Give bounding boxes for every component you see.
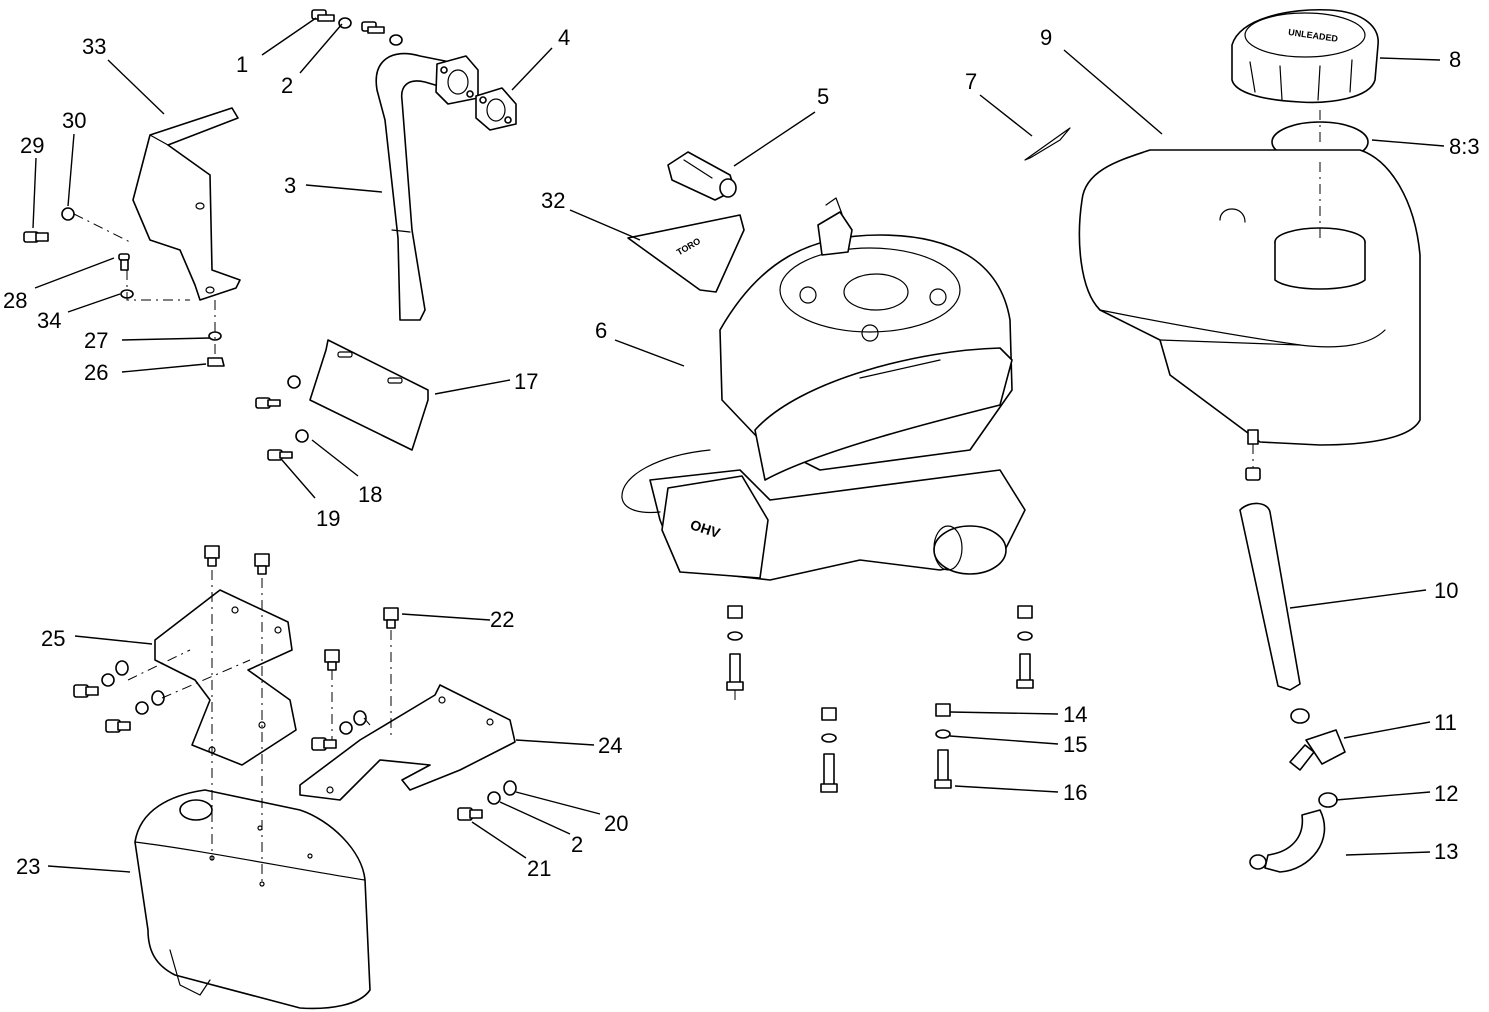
callout-25: 25 xyxy=(41,626,65,651)
callout-13: 13 xyxy=(1434,839,1458,864)
washer-30 xyxy=(61,207,75,221)
callout-29: 29 xyxy=(20,133,44,158)
callout-16: 16 xyxy=(1063,780,1087,805)
exhaust-flange xyxy=(435,55,479,105)
callout-3: 3 xyxy=(284,173,296,198)
heat-shield-plate xyxy=(309,339,429,451)
muffler-bracket-24 xyxy=(299,684,516,801)
callout-6: 6 xyxy=(595,318,607,343)
plate-hardware xyxy=(255,375,309,461)
heat-shield-bracket xyxy=(132,107,241,301)
engine-decal: TORO xyxy=(627,214,745,293)
engine-mount-hardware xyxy=(726,605,1034,793)
callout-34: 34 xyxy=(37,308,61,333)
callout-15: 15 xyxy=(1063,732,1087,757)
callout-7: 7 xyxy=(965,69,977,94)
callout-19: 19 xyxy=(316,506,340,531)
muffler xyxy=(134,789,371,1010)
engine: OHV xyxy=(621,197,1026,581)
bracket-bolts-22 xyxy=(204,545,399,671)
exhaust-pipe xyxy=(375,52,453,321)
nut-26 xyxy=(207,357,225,367)
hairpin-clip xyxy=(1024,127,1071,161)
callout-2: 2 xyxy=(281,73,293,98)
callout-22: 22 xyxy=(490,607,514,632)
callout-labels: 1 2 3 4 5 6 7 8 8:3 9 10 11 12 13 14 15 … xyxy=(3,25,1480,881)
callout-30: 30 xyxy=(62,108,86,133)
callout-24: 24 xyxy=(598,733,622,758)
callout-12: 12 xyxy=(1434,781,1458,806)
callout-11: 11 xyxy=(1434,710,1457,735)
callout-26: 26 xyxy=(84,360,108,385)
callout-8-3: 8:3 xyxy=(1449,134,1480,159)
callout-4: 4 xyxy=(558,25,570,50)
callout-33: 33 xyxy=(82,34,106,59)
callout-1: 1 xyxy=(236,52,248,77)
callout-28: 28 xyxy=(3,288,27,313)
pipe-bolts xyxy=(311,9,403,46)
callout-20: 20 xyxy=(604,811,628,836)
fuel-tank xyxy=(1078,149,1421,446)
callout-5: 5 xyxy=(817,84,829,109)
callout-2-lower: 2 xyxy=(571,832,583,857)
callout-27: 27 xyxy=(84,328,108,353)
muffler-bracket-25 xyxy=(154,589,297,766)
fuel-cap: UNLEADED xyxy=(1231,8,1379,104)
solenoid-part-5 xyxy=(667,151,737,201)
callout-18: 18 xyxy=(358,482,382,507)
callout-9: 9 xyxy=(1040,25,1052,50)
callout-32: 32 xyxy=(541,188,565,213)
bolt-28 xyxy=(118,253,130,271)
callout-23: 23 xyxy=(16,854,40,879)
callout-17: 17 xyxy=(514,369,538,394)
muffler-side-hardware xyxy=(73,660,517,821)
fuel-line-assembly xyxy=(1239,467,1346,873)
callout-10: 10 xyxy=(1434,578,1458,603)
callout-14: 14 xyxy=(1063,702,1087,727)
callout-21: 21 xyxy=(527,856,551,881)
bracket-bolt-29 xyxy=(23,231,49,243)
assembly-lines xyxy=(73,110,1321,884)
callout-8: 8 xyxy=(1449,47,1461,72)
exhaust-gasket xyxy=(475,87,517,131)
leader-lines xyxy=(32,17,1445,873)
